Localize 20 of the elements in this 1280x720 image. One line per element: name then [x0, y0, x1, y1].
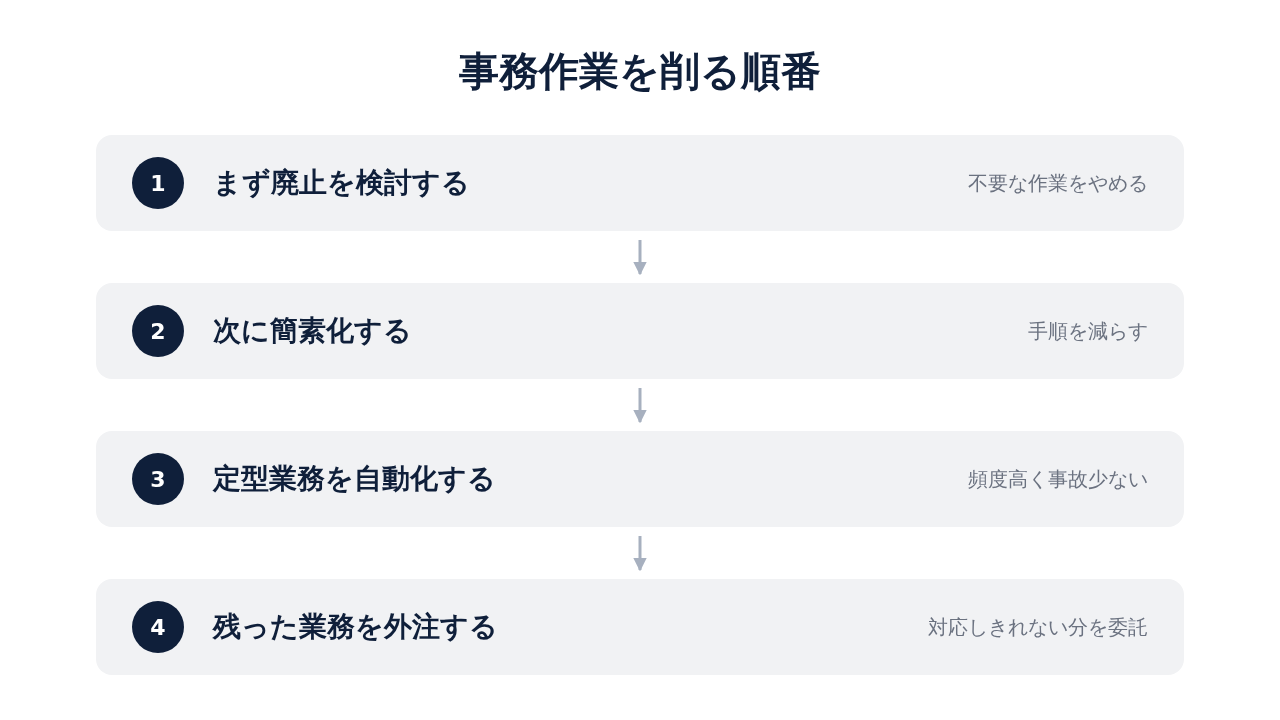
step-title: まず廃止を検討する	[213, 165, 470, 201]
step-number: 3	[132, 453, 184, 505]
step-description: 対応しきれない分を委託	[928, 614, 1148, 641]
step-description: 手順を減らす	[1028, 318, 1148, 345]
arrow	[633, 536, 647, 572]
step-number: 4	[132, 601, 184, 653]
title: 事務作業を削る順番	[459, 47, 821, 96]
arrow	[633, 388, 647, 424]
step-title: 残った業務を外注する	[213, 609, 498, 645]
step-card	[96, 283, 1184, 379]
arrow	[633, 240, 647, 276]
step-title: 次に簡素化する	[213, 313, 412, 349]
step-description: 不要な作業をやめる	[968, 170, 1148, 197]
step-card	[96, 135, 1184, 231]
step-number: 1	[132, 157, 184, 209]
step-card	[96, 431, 1184, 527]
step-title: 定型業務を自動化する	[213, 461, 496, 497]
step-number: 2	[132, 305, 184, 357]
step-description: 頻度高く事故少ない	[968, 466, 1148, 493]
step-card	[96, 579, 1184, 675]
